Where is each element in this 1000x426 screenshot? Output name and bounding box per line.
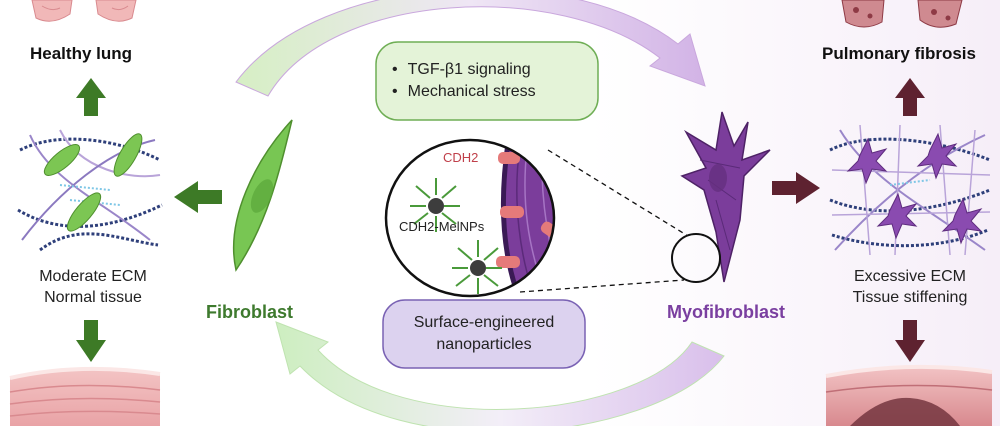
nanoparticle-icon [410,178,460,232]
myofibroblast-label: Myofibroblast [667,302,786,322]
cycle-arrow-icon [235,0,706,97]
cycle-arrow-icon [275,321,725,426]
cdh2-label: CDH2 [443,150,479,165]
healthy-lung-icon [31,0,137,22]
fibrotic-tissue-line: Tissue stiffening [852,289,968,306]
fibrotic-ecm-line: Excessive ECM [853,268,967,285]
nanoparticle-icon [452,240,502,294]
zoom-line-top [547,149,689,237]
arrow-down-icon [76,320,106,362]
arrow-left-icon [174,181,222,213]
healthy-lung-title: Healthy lung [30,44,133,63]
pulmonary-fibrosis-title: Pulmonary fibrosis [822,44,976,63]
healthy-tissue-line: Normal tissue [44,289,142,306]
cdh2-receptor [500,206,524,218]
healthy-ecm-label: Moderate ECM Normal tissue [18,266,168,308]
fibrotic-ecm-network [829,124,991,256]
fibrotic-ecm-label: Excessive ECM Tissue stiffening [826,266,994,308]
cycle-arrow-top [235,0,706,97]
arrow-up-icon [76,78,106,116]
healthy-ecm-line: Moderate ECM [39,268,147,285]
cdh2-receptor [496,256,520,268]
nanoparticle-icon [548,259,554,277]
cdh2-melnps-label: CDH2-MelNPs [399,219,485,234]
intervention-box [382,299,586,369]
arrow-up-icon [895,78,925,116]
zoom-marker-circle [671,233,721,283]
stimuli-box [375,41,599,121]
intervention-line: nanoparticles [436,336,532,353]
intervention-label: Surface-engineered nanoparticles [383,312,585,356]
intervention-line: Surface-engineered [413,314,555,331]
cdh2-receptor [498,152,520,164]
fibroblast-label: Fibroblast [206,302,294,322]
zoom-line-bottom [519,279,685,293]
cycle-arrow-bottom [275,321,725,426]
healthy-tissue-icon [9,366,161,426]
myofibroblast-cell [680,111,771,283]
fibrotic-lung-icon [841,0,963,28]
fibroblast-cell [232,119,293,272]
arrow-down-icon [895,320,925,362]
healthy-ecm-network [17,129,163,252]
arrow-right-icon [772,172,820,204]
stimulus-item: •TGF-β1 signaling [392,61,531,78]
stimulus-item: •Mechanical stress [392,83,536,100]
fibrotic-tissue-icon [825,364,993,426]
zoom-inset [384,138,556,298]
stimuli-list: •TGF-β1 signaling •Mechanical stress [392,59,536,103]
